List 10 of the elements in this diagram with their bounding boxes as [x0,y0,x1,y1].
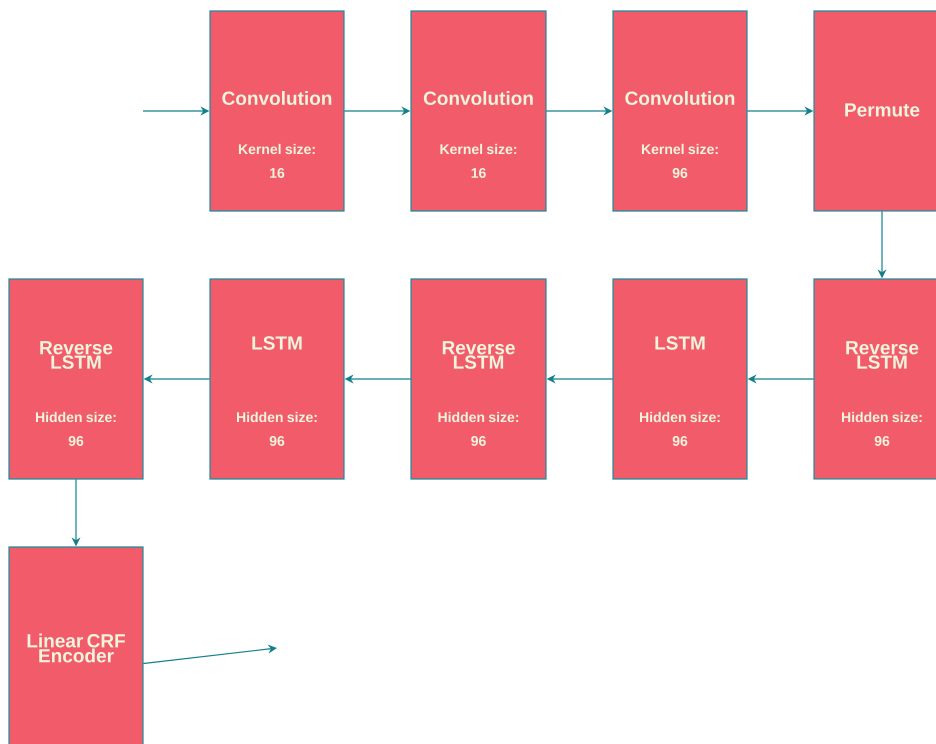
process-box: Convolution Kernel size: 16 [209,10,345,212]
process-box: LSTM Hidden size: 96 [209,278,345,480]
process-box: Reverse LSTM Hidden size: 96 [8,278,144,480]
process-box: Reverse LSTM Hidden size: 96 [410,278,547,480]
process-box: Reverse LSTM Hidden size: 96 [813,278,936,480]
process-box: Permute [813,10,936,212]
process-box: LSTM Hidden size: 96 [612,278,748,480]
process-box: Convolution Kernel size: 96 [612,10,748,212]
process-box: Convolution Kernel size: 16 [410,10,547,212]
process-box: Linear CRF Encoder [8,546,144,744]
